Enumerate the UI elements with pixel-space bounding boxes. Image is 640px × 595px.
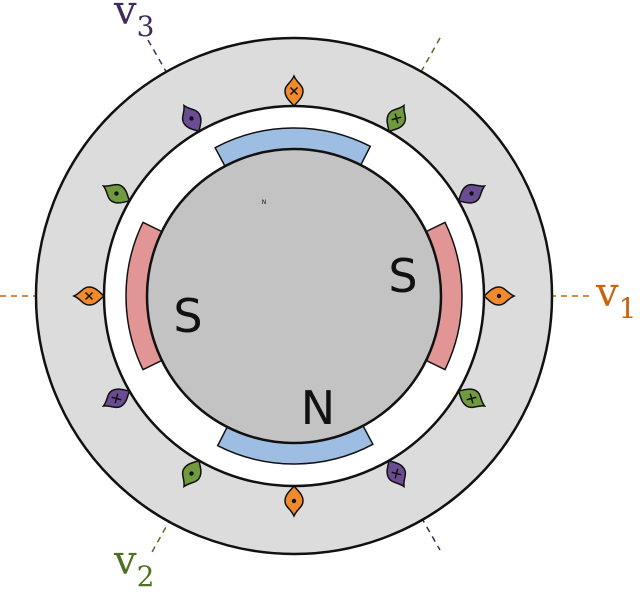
winding-terminal [386, 103, 407, 133]
winding-terminal [386, 459, 407, 489]
v1-symbol: v [595, 270, 619, 316]
pole-label-top: N [262, 199, 267, 206]
pole-label-right: S [388, 249, 417, 303]
v2-symbol: v [113, 538, 137, 584]
current-in-cross [111, 393, 122, 404]
v1-label: v1 [595, 270, 636, 325]
current-out-dot [114, 191, 119, 196]
winding-terminal [181, 459, 202, 489]
winding-terminal [457, 183, 487, 204]
current-in-cross [289, 86, 299, 96]
current-out-dot [496, 293, 502, 299]
v3-subscript: 3 [137, 10, 155, 43]
v3-symbol: v [113, 0, 137, 34]
winding-terminal [457, 388, 487, 409]
pole-label-bottom: N [301, 381, 335, 435]
pole-label-left: S [173, 289, 202, 343]
current-out-dot [189, 471, 194, 476]
winding-terminal [284, 74, 304, 108]
current-in-cross [391, 468, 402, 479]
winding-terminal [181, 103, 202, 133]
v1-subscript: 1 [619, 292, 637, 325]
current-in-cross [391, 113, 402, 124]
v2-label: v2 [113, 538, 154, 590]
current-in-cross [466, 393, 477, 404]
rotor-core [145, 147, 443, 445]
v2-subscript: 2 [137, 560, 155, 590]
winding-terminal [101, 388, 131, 409]
current-in-cross [84, 291, 94, 301]
winding-terminal [482, 286, 516, 306]
winding-terminal [101, 183, 131, 204]
current-out-dot [469, 191, 474, 196]
winding-terminal [284, 484, 304, 518]
current-out-dot [291, 498, 297, 504]
winding-terminal [72, 286, 106, 306]
winding-terminals [72, 74, 516, 518]
v3-label: v3 [113, 0, 154, 43]
current-out-dot [189, 116, 194, 121]
